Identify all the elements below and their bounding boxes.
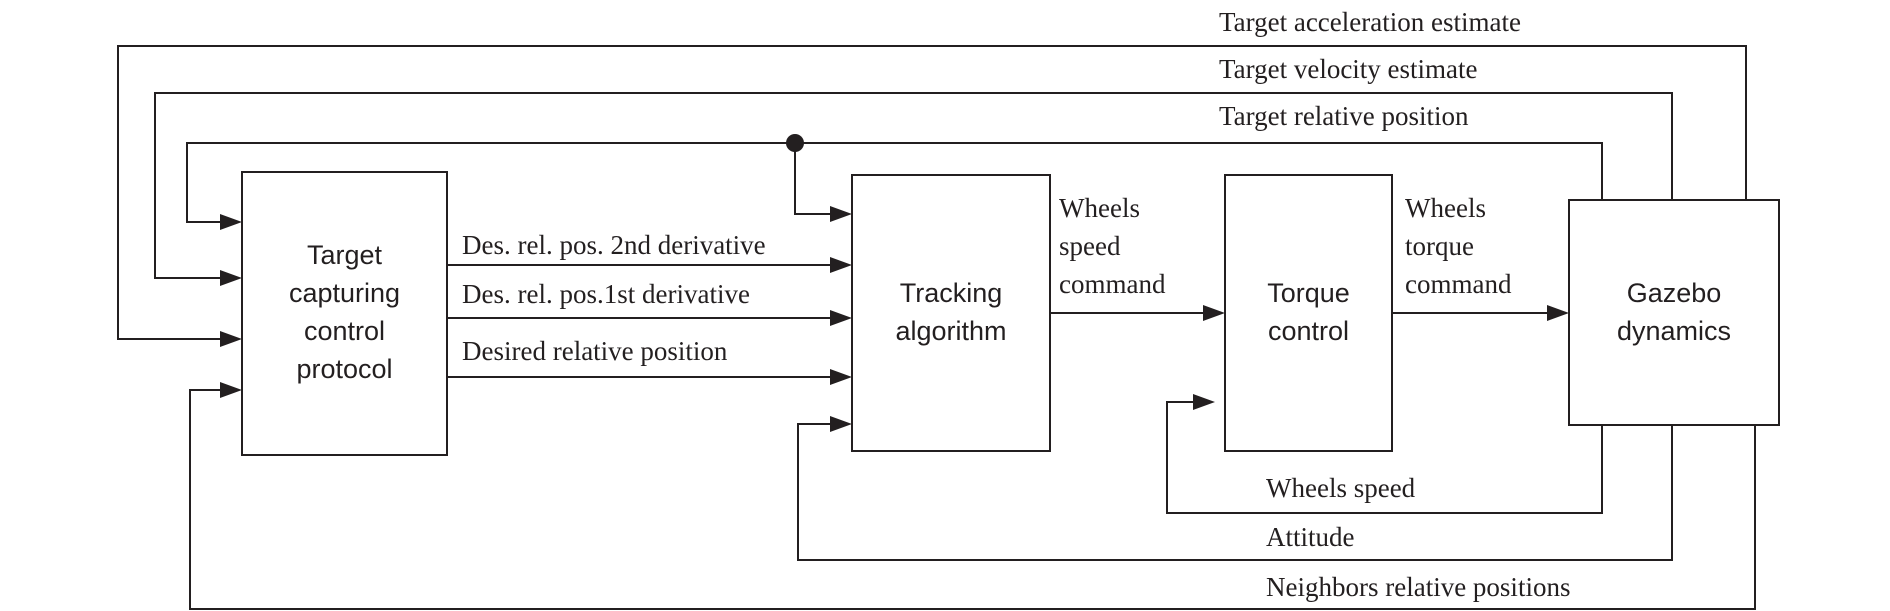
label-speed-cmd-line2: speed [1059,231,1121,261]
block-torque-line1: Torque [1267,278,1350,308]
block-gazebo-line1: Gazebo [1627,278,1722,308]
label-des-2nd-derivative: Des. rel. pos. 2nd derivative [462,230,766,260]
block-tracking-line2: algorithm [895,316,1006,346]
wire-neighbors [189,389,1756,610]
arrow-neighbors [220,382,242,398]
label-attitude: Attitude [1266,522,1355,552]
wire-target-rel-pos [186,142,1603,223]
arrow-speed-cmd [1203,305,1225,321]
label-desired-relative-position: Desired relative position [462,336,728,366]
block-target-capturing-line1: Target [307,240,383,270]
wire-target-acceleration [117,45,1747,340]
arrow-target-velocity [220,270,242,286]
wire-attitude [797,423,1673,561]
label-neighbors-relative-positions: Neighbors relative positions [1266,572,1570,602]
label-wheels-speed: Wheels speed [1266,473,1416,503]
arrow-wheels-speed [1193,394,1215,410]
arrow-des-pos [830,369,852,385]
arrow-target-rel-pos-2 [830,206,852,222]
block-target-capturing-line2: capturing [289,278,400,308]
label-speed-cmd-line3: command [1059,269,1166,299]
block-gazebo-dynamics: Gazebo dynamics [1568,199,1780,426]
block-torque-control: Torque control [1224,174,1393,452]
wire-target-rel-pos-branch [794,143,832,215]
arrow-des-1st [830,310,852,326]
label-torque-cmd-line1: Wheels [1405,193,1486,223]
label-target-velocity: Target velocity estimate [1219,54,1478,84]
arrow-torque-cmd [1547,305,1569,321]
block-torque-line2: control [1268,316,1349,346]
arrow-target-acceleration [220,331,242,347]
wire-target-velocity [154,92,1673,279]
junction-dot [786,134,804,152]
block-target-capturing-line4: protocol [296,354,392,384]
arrow-attitude [830,416,852,432]
label-target-relative-position: Target relative position [1219,101,1469,131]
arrow-des-2nd [830,257,852,273]
label-torque-cmd-line2: torque [1405,231,1474,261]
block-gazebo-line2: dynamics [1617,316,1731,346]
label-des-1st-derivative: Des. rel. pos.1st derivative [462,279,750,309]
wire-wheels-speed [1166,401,1603,514]
block-tracking-algorithm: Tracking algorithm [851,174,1051,452]
label-target-acceleration: Target acceleration estimate [1219,7,1521,37]
block-target-capturing-line3: control [304,316,385,346]
block-target-capturing: Target capturing control protocol [241,171,448,456]
block-tracking-line1: Tracking [900,278,1003,308]
label-torque-cmd-line3: command [1405,269,1512,299]
arrow-target-rel-pos-1 [220,214,242,230]
label-speed-cmd-line1: Wheels [1059,193,1140,223]
